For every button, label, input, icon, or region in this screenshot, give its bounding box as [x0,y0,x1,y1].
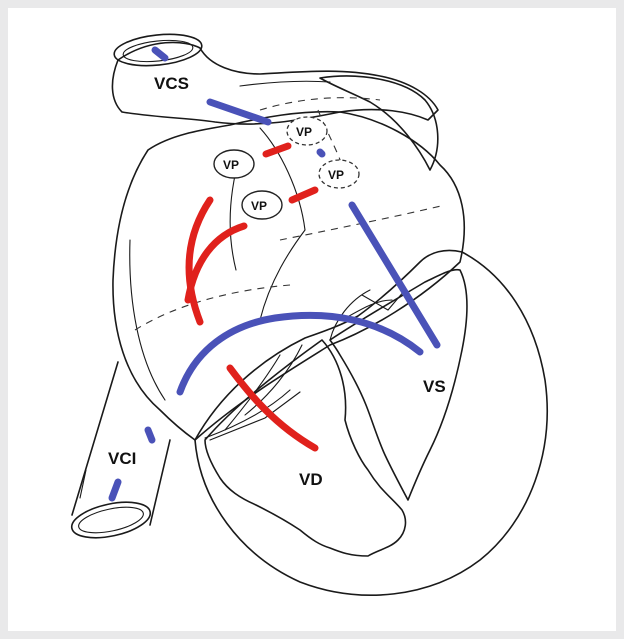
blue-line-arc [180,315,420,392]
label-vp-lower-left: VP [251,199,267,213]
ventricles [195,250,547,595]
label-vp-upper-left: VP [223,158,239,172]
blue-line-vcs-top [155,50,165,58]
label-vs: VS [423,377,446,396]
blue-line-vci-lower [112,482,118,498]
blue-line-vcs [210,102,268,122]
label-vd: VD [299,470,323,489]
label-vp-mid-right: VP [328,168,344,182]
label-vp-upper-right: VP [296,125,312,139]
red-line-vp-link-upper [266,146,288,154]
blue-line-vci-upper [148,430,152,440]
label-vci: VCI [108,449,136,468]
blue-dot-vp [320,152,322,154]
label-vcs: VCS [154,74,189,93]
